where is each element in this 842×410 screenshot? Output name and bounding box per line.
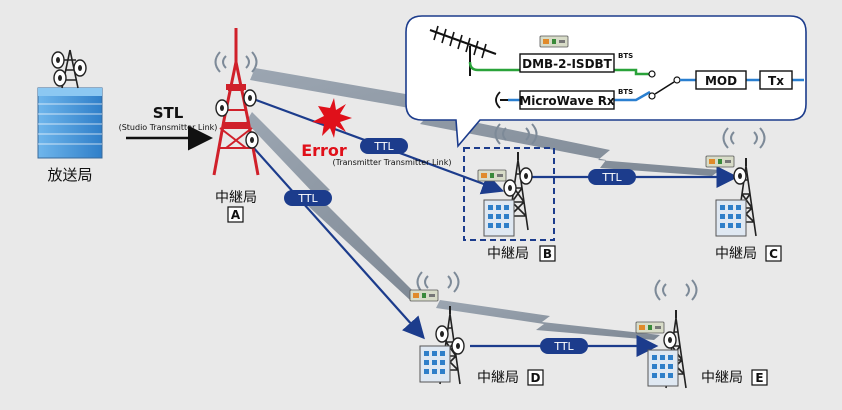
ttl-badge-ab: TTL	[360, 138, 408, 154]
svg-text:TTL: TTL	[297, 192, 318, 205]
ttl-ab-subtitle: (Transmitter Transmitter Link)	[333, 158, 452, 167]
station-c	[705, 127, 766, 237]
svg-text:TTL: TTL	[553, 340, 574, 353]
stl-subtitle: (Studio Transmitter Link)	[119, 123, 218, 132]
tx-label: Tx	[768, 74, 784, 88]
dmb-label: DMB-2-ISDBT	[522, 57, 613, 71]
link-lines	[126, 98, 739, 357]
station-c-label: 中継局	[715, 246, 757, 262]
station-d-label: 中継局	[477, 370, 519, 386]
bts-label-2: BTS	[618, 88, 633, 96]
ttl-badge-ad: TTL	[284, 190, 332, 206]
broadcast-station-building	[37, 49, 103, 159]
svg-text:TTL: TTL	[601, 171, 622, 184]
station-e-letter: E	[755, 371, 763, 385]
broadcaster-label: 放送局	[47, 166, 92, 184]
signal-switch-icon	[648, 70, 681, 100]
station-b-label: 中継局	[487, 246, 529, 262]
station-c-letter: C	[769, 247, 778, 261]
station-a-letter: A	[231, 208, 241, 222]
bts-label-1: BTS	[618, 52, 633, 60]
microwave-paths	[246, 68, 720, 340]
station-b-letter: B	[543, 247, 552, 261]
station-d	[409, 271, 465, 385]
microwave-dish-icon	[495, 91, 508, 109]
yagi-antenna-icon	[429, 25, 497, 76]
station-a-label: 中継局	[215, 190, 257, 206]
station-b	[463, 123, 555, 241]
station-e-label: 中継局	[701, 370, 743, 386]
station-a-tower	[212, 28, 260, 176]
station-d-letter: D	[531, 371, 541, 385]
callout-bubble	[405, 15, 807, 149]
error-label: Error	[301, 141, 347, 160]
error-burst-icon	[312, 98, 352, 138]
ttl-badge-bc: TTL	[588, 169, 636, 185]
ttl-badge-de: TTL	[540, 338, 588, 354]
mod-label: MOD	[705, 74, 737, 88]
dmb-receiver-device-icon	[539, 35, 569, 48]
svg-text:TTL: TTL	[373, 140, 394, 153]
stl-title: STL	[153, 104, 184, 122]
rooftop-antenna-icon	[51, 49, 87, 89]
microwave-rx-label: MicroWave Rx	[519, 94, 615, 108]
